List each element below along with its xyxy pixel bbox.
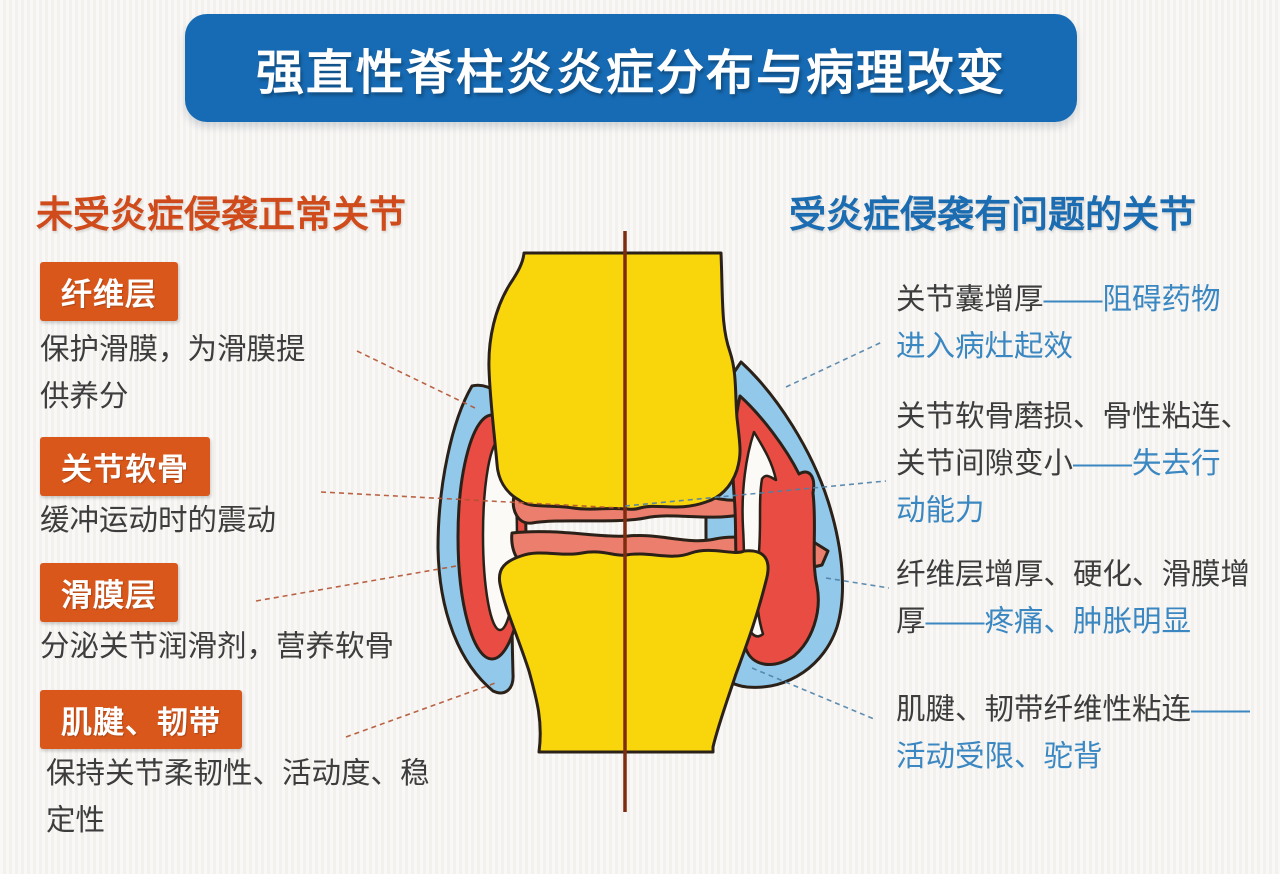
- page-title: 强直性脊柱炎炎症分布与病理改变: [255, 47, 1006, 100]
- label-box-fibrous-layer: 纤维层: [40, 262, 178, 321]
- leader-line-tendon-right: [751, 667, 875, 720]
- leader-line-capsule-right: [785, 341, 883, 388]
- label-box-synovial-layer: 滑膜层: [40, 563, 178, 622]
- right-column-heading: 受炎症侵袭有问题的关节: [789, 194, 1196, 235]
- top-bone: [487, 251, 742, 511]
- leader-line-synovium-left: [255, 564, 463, 602]
- left-column-heading: 未受炎症侵袭正常关节: [36, 194, 406, 235]
- bottom-bone: [497, 548, 770, 754]
- title-banner: 强直性脊柱炎炎症分布与病理改变: [185, 14, 1077, 122]
- desc-fibrous-layer: 保护滑膜，为滑膜提供养分: [40, 333, 306, 413]
- label-box-tendon-ligament: 肌腱、韧带: [40, 690, 242, 749]
- leader-line-tendon-left: [345, 681, 499, 738]
- note-plain-text: 关节囊增厚: [896, 283, 1044, 316]
- desc-articular-cartilage: 缓冲运动时的震动: [40, 504, 277, 537]
- leader-line-synovium-right: [825, 577, 890, 589]
- note-tendon-adhesion: 肌腱、韧带纤维性粘连——活动受限、驼背: [896, 686, 1250, 780]
- note-highlight-text: ——阻碍药物进入病灶起效: [896, 283, 1221, 363]
- note-highlight-text: ——疼痛、肿胀明显: [925, 605, 1192, 638]
- leader-line-fibrous-left: [356, 350, 478, 410]
- note-capsule-thickening: 关节囊增厚——阻碍药物进入病灶起效: [896, 276, 1250, 370]
- note-plain-text: 肌腱、韧带纤维性粘连: [896, 693, 1192, 726]
- note-highlight-text: ——失去行动能力: [896, 447, 1221, 527]
- note-cartilage-wear: 关节软骨磨损、骨性粘连、关节间隙变小——失去行动能力: [896, 393, 1250, 534]
- note-highlight-text: ——活动受限、驼背: [896, 693, 1251, 773]
- leader-line-cartilage-left: [320, 491, 621, 509]
- leader-line-cartilage-right: [624, 480, 887, 507]
- note-fibrous-thickening: 纤维层增厚、硬化、滑膜增厚——疼痛、肿胀明显: [896, 551, 1250, 645]
- label-box-articular-cartilage: 关节软骨: [40, 437, 210, 496]
- note-plain-text: 关节软骨磨损、骨性粘连、关节间隙变小: [896, 400, 1251, 480]
- note-plain-text: 纤维层增厚、硬化、滑膜增厚: [896, 558, 1251, 638]
- desc-synovial-layer: 分泌关节润滑剂，营养软骨: [40, 630, 395, 663]
- desc-tendon-ligament: 保持关节柔韧性、活动度、稳定性: [46, 757, 430, 837]
